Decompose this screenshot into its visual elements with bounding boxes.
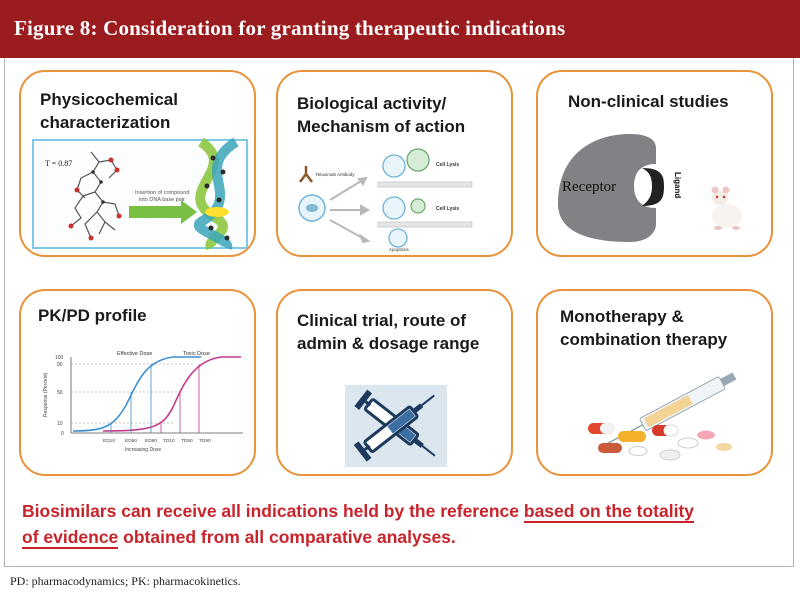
figure-frame bbox=[4, 58, 794, 567]
card-monotherapy-combination: Monotherapy & combination therapy bbox=[536, 289, 773, 476]
underlined-phrase: of evidence bbox=[22, 527, 119, 549]
x-tick: ED50 bbox=[125, 438, 137, 444]
x-tick: TD90 bbox=[199, 438, 211, 444]
toxic-dose-label: Toxic Dose bbox=[183, 351, 210, 357]
effective-dose-label: Effective Dose bbox=[117, 351, 152, 357]
cell-lysis-label-2: Cell Lysis bbox=[436, 206, 459, 212]
toxic-dose-curve bbox=[102, 356, 241, 432]
pills-and-syringe-image bbox=[588, 372, 737, 461]
ligand-shape bbox=[642, 168, 664, 206]
card-title: Clinical trial, route of admin & dosage … bbox=[297, 311, 480, 353]
apoptosis-label: Apoptosis bbox=[389, 247, 410, 252]
card-pkpd-profile: PK/PD profile Response (Percent) 100 90 … bbox=[19, 289, 256, 476]
dna-insertion-figure: T = 0.87 Insertion of compound into DNA … bbox=[32, 138, 248, 250]
syringes-icon bbox=[345, 385, 447, 467]
card-physicochemical: Physicochemical characterization T = 0.8… bbox=[19, 70, 256, 257]
card-biological-activity: Biological activity/ Mechanism of action… bbox=[276, 70, 513, 257]
receptor-ligand-figure: Receptor Ligand bbox=[558, 134, 742, 242]
x-tick: TD50 bbox=[181, 438, 193, 444]
y-tick: 100 bbox=[55, 355, 64, 361]
effective-dose-curve bbox=[72, 356, 201, 432]
underlined-phrase: based on the totality bbox=[523, 501, 695, 523]
mechanism-of-action-figure: Rituximab Antibody Cell Lysis Cell Lysis… bbox=[298, 148, 473, 252]
card-clinical-trial: Clinical trial, route of admin & dosage … bbox=[276, 289, 513, 476]
conclusion-statement: Biosimilars can receive all indications … bbox=[22, 501, 695, 549]
green-arrow bbox=[129, 200, 197, 224]
y-tick: 0 bbox=[61, 431, 64, 437]
card-title: Monotherapy & combination therapy bbox=[560, 307, 728, 349]
card-title: Biological activity/ Mechanism of action bbox=[297, 94, 466, 136]
tau-label: T = 0.87 bbox=[45, 159, 72, 168]
figure-header: Figure 8: Consideration for granting the… bbox=[0, 0, 800, 58]
card-non-clinical: Non-clinical studies Receptor Ligand bbox=[536, 70, 773, 257]
arrow-label-1: Insertion of compound bbox=[135, 190, 189, 196]
receptor-label: Receptor bbox=[562, 179, 616, 195]
cell-lysis-label-1: Cell Lysis bbox=[436, 162, 459, 168]
receptor-shape bbox=[558, 134, 656, 242]
antibody-label: Rituximab Antibody bbox=[316, 172, 355, 177]
card-title: Physicochemical characterization bbox=[40, 90, 178, 132]
x-tick: TD10 bbox=[163, 438, 175, 444]
x-axis-label: Increasing Dose bbox=[125, 447, 161, 453]
ligand-label: Ligand bbox=[673, 172, 682, 198]
abbreviation-footnote: PD: pharmacodynamics; PK: pharmacokineti… bbox=[10, 574, 241, 588]
y-tick: 90 bbox=[57, 362, 63, 368]
arrow-label-2: into DNA base pair bbox=[139, 197, 185, 203]
card-title: PK/PD profile bbox=[38, 306, 147, 325]
x-tick: ED10 bbox=[103, 438, 115, 444]
y-axis-label: Response (Percent) bbox=[43, 372, 49, 417]
x-tick: ED90 bbox=[145, 438, 157, 444]
card-title: Non-clinical studies bbox=[568, 92, 729, 111]
mouse-image bbox=[711, 186, 742, 230]
figure-title: Figure 8: Consideration for granting the… bbox=[14, 16, 566, 40]
y-tick: 10 bbox=[57, 421, 63, 427]
y-tick: 50 bbox=[57, 390, 63, 396]
dose-response-figure: Response (Percent) 100 90 50 10 0 Effect… bbox=[43, 351, 243, 453]
